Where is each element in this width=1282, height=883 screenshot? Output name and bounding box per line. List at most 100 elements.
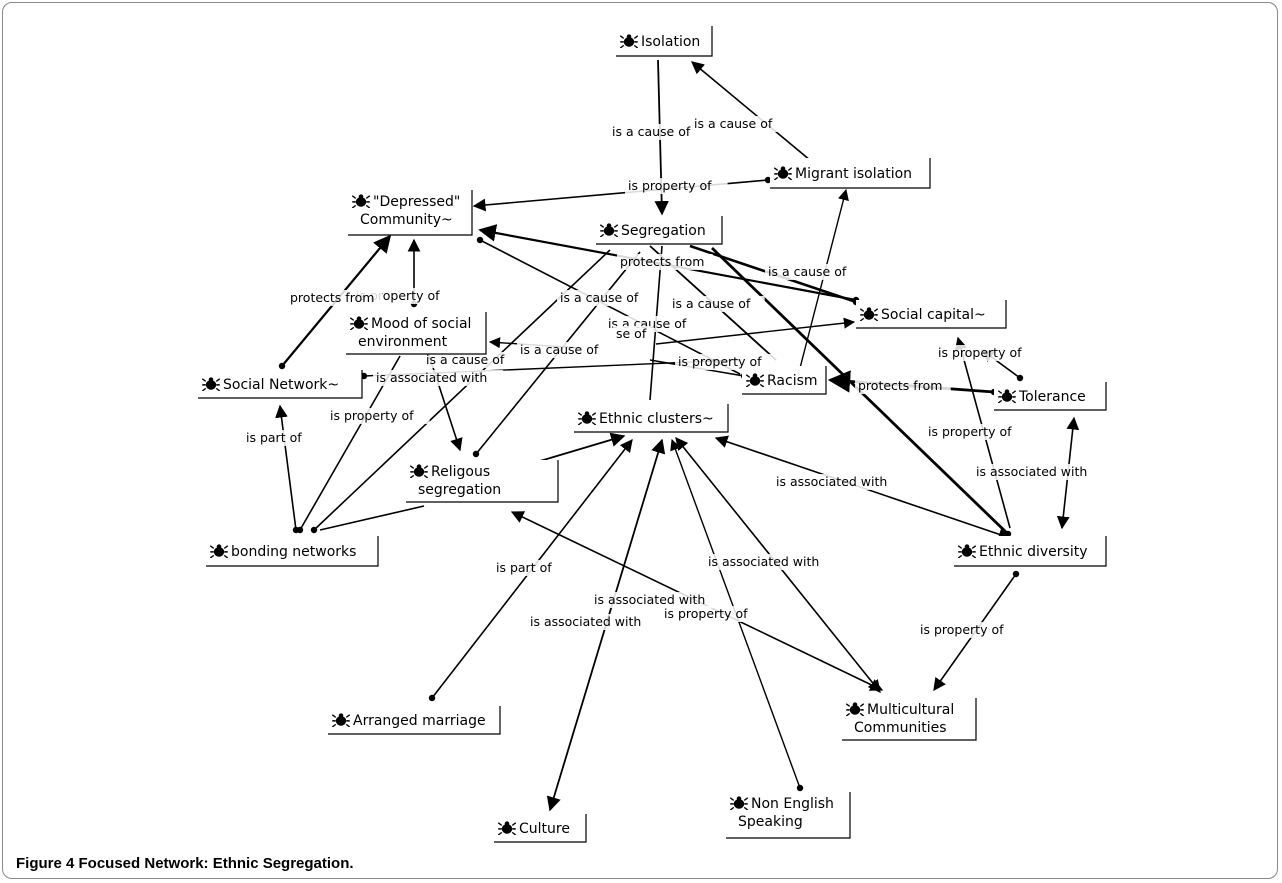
node-border bbox=[994, 382, 1107, 411]
edge-label: is property of bbox=[628, 178, 712, 193]
edge-label: is property of bbox=[678, 354, 762, 369]
node-migrant-isolation[interactable]: Migrant isolation bbox=[770, 158, 931, 189]
node-label: Ethnic diversity bbox=[979, 544, 1088, 560]
node-social-network[interactable]: Social Network~ bbox=[198, 370, 363, 399]
edge-label-bg bbox=[617, 254, 713, 270]
node-border bbox=[574, 404, 729, 433]
node-label: Religous bbox=[431, 464, 490, 480]
edge-label-bg bbox=[691, 116, 787, 132]
edge-label-bg bbox=[591, 592, 722, 608]
edge-label: is part of bbox=[246, 430, 302, 445]
edge-label-bg bbox=[765, 264, 861, 280]
edge-bonding-networks-to-ethnic-clusters bbox=[319, 505, 425, 531]
edge-label: is associated with bbox=[708, 554, 819, 569]
figure-caption: Figure 4 Focused Network: Ethnic Segrega… bbox=[16, 855, 354, 872]
node-background bbox=[348, 190, 472, 235]
edge-label: is associated with bbox=[594, 592, 705, 607]
edge-endpoint-dot bbox=[296, 526, 304, 534]
edge-label-bg bbox=[609, 124, 705, 140]
node-background bbox=[842, 698, 976, 740]
node-background bbox=[856, 300, 1006, 328]
node-border bbox=[770, 158, 931, 189]
node-border bbox=[348, 190, 473, 236]
node-religous-segregation[interactable]: Religous segregation bbox=[406, 460, 559, 503]
node-ethnic-diversity[interactable]: Ethnic diversity bbox=[954, 536, 1107, 567]
edge-label-bg bbox=[773, 474, 904, 490]
network-diagram: is a cause of is a cause of is property of… bbox=[198, 26, 1107, 843]
edge-endpoint-dot bbox=[472, 450, 480, 458]
edge-label: protects from bbox=[620, 254, 704, 269]
edge-label-bg bbox=[613, 326, 654, 342]
edge-endpoint-dot bbox=[428, 694, 436, 702]
node-border bbox=[346, 312, 487, 355]
node-arranged-marriage[interactable]: Arranged marriage bbox=[328, 706, 501, 735]
node-label: Social capital~ bbox=[881, 307, 986, 323]
node-background bbox=[954, 536, 1106, 566]
node-border bbox=[198, 370, 363, 399]
edge-label: protects from bbox=[858, 378, 942, 393]
node-depressed-community[interactable]: "Depressed"Community~ bbox=[348, 190, 473, 236]
edge-bonding-networks-to-social-network bbox=[275, 404, 297, 531]
edge-label-bg bbox=[517, 342, 613, 358]
node-label: Social Network~ bbox=[223, 377, 339, 393]
edge-label: is property of bbox=[664, 606, 748, 621]
edge-label: is a cause of bbox=[612, 124, 691, 139]
edge-label-bg bbox=[423, 352, 519, 368]
node-border bbox=[596, 216, 723, 245]
node-background bbox=[596, 216, 722, 244]
edge-label-bg bbox=[557, 290, 653, 306]
edge-label: is property of bbox=[938, 345, 1022, 360]
edge-label-bg bbox=[973, 464, 1104, 480]
edge-depressed-community-to-racism bbox=[479, 239, 741, 375]
node-label: Arranged marriage bbox=[353, 713, 486, 729]
node-label: Migrant isolation bbox=[795, 166, 912, 182]
node-border bbox=[616, 26, 713, 57]
edge-label: se of bbox=[616, 326, 647, 341]
edge-endpoint-dot bbox=[1004, 530, 1012, 538]
node-label: segregation bbox=[418, 482, 501, 498]
node-ethnic-clusters[interactable]: Ethnic clusters~ bbox=[574, 404, 729, 433]
edge-labels-layer: is a cause of is a cause of is property of… bbox=[243, 116, 1104, 638]
node-background bbox=[346, 312, 486, 354]
edge-label: is part of bbox=[496, 560, 552, 575]
node-social-capital[interactable]: Social capital~ bbox=[856, 300, 1007, 329]
edge-ethnic-clusters-to-social-capital bbox=[655, 317, 856, 345]
node-tolerance[interactable]: Tolerance bbox=[994, 382, 1107, 411]
node-label: Communities bbox=[854, 720, 947, 736]
node-isolation[interactable]: Isolation bbox=[616, 26, 713, 57]
node-label: Community~ bbox=[360, 212, 453, 228]
node-border bbox=[406, 460, 559, 503]
node-bonding-networks[interactable]: bonding networks bbox=[206, 536, 379, 567]
node-border bbox=[206, 536, 379, 567]
edge-label: is associated with bbox=[776, 474, 887, 489]
node-border bbox=[954, 536, 1107, 567]
node-background bbox=[770, 158, 930, 188]
edge-label: is property of bbox=[928, 424, 1012, 439]
node-label: Speaking bbox=[738, 814, 803, 830]
edge-label-bg bbox=[625, 178, 728, 194]
edge-endpoint-dot bbox=[278, 362, 286, 370]
node-background bbox=[206, 536, 378, 566]
node-culture[interactable]: Culture bbox=[494, 814, 587, 843]
edge-label-bg bbox=[669, 296, 765, 312]
node-border bbox=[842, 698, 977, 741]
edge-label: is a cause of bbox=[768, 264, 847, 279]
node-segregation[interactable]: Segregation bbox=[596, 216, 723, 245]
edge-label-bg bbox=[287, 290, 383, 306]
edge-endpoint-dot bbox=[796, 784, 804, 792]
edge-endpoint-dot bbox=[310, 526, 318, 534]
node-racism[interactable]: Racism bbox=[742, 366, 827, 395]
node-background bbox=[726, 792, 850, 838]
edge-label: is associated with bbox=[976, 464, 1087, 479]
edge-religous-segregation-to-ethnic-clusters bbox=[529, 432, 626, 465]
node-label: Multicultural bbox=[867, 702, 954, 718]
edge-label-bg bbox=[373, 370, 504, 386]
edge-endpoint-dot bbox=[1012, 570, 1020, 578]
node-label: environment bbox=[358, 334, 448, 350]
edge-label-bg bbox=[705, 554, 836, 570]
edge-label-bg bbox=[661, 606, 764, 622]
